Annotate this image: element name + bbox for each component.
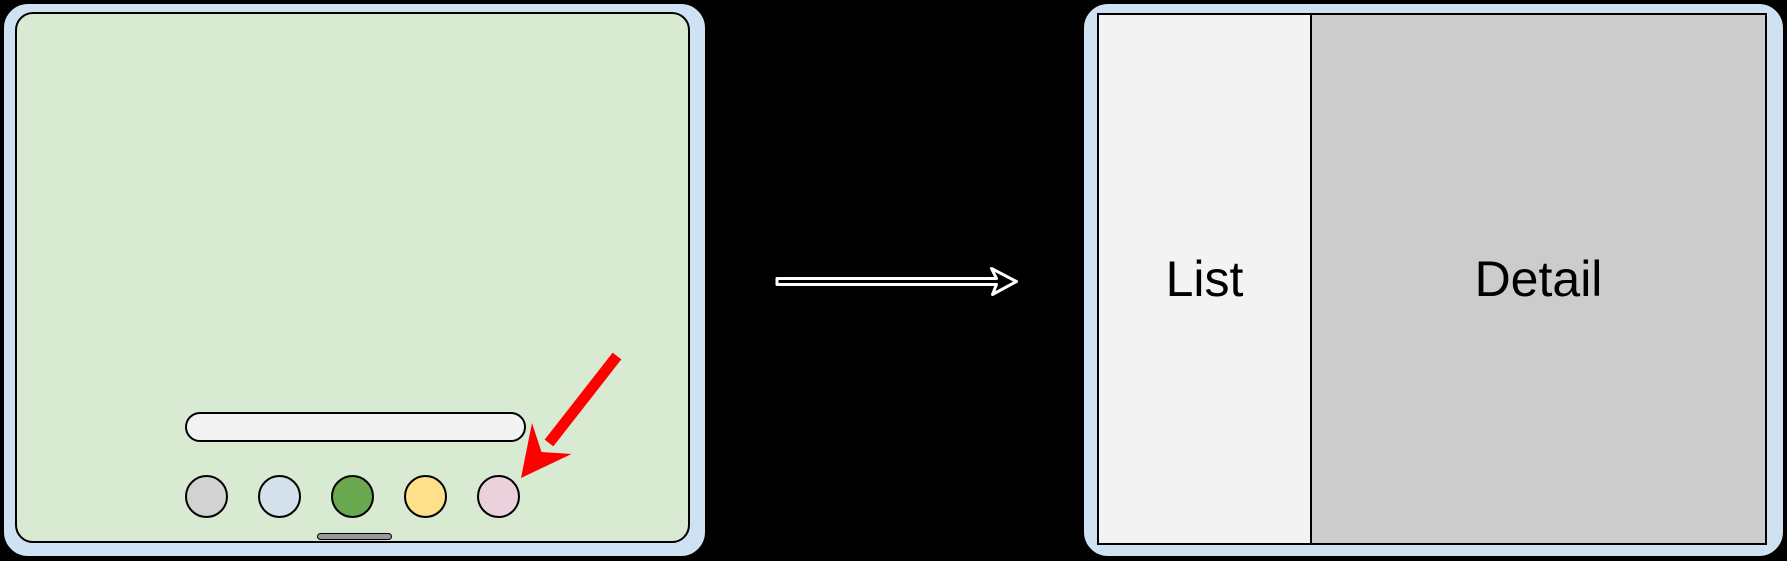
phone-device-frame — [2, 2, 707, 558]
tablet-device-frame: List Detail — [1082, 2, 1785, 558]
home-indicator[interactable] — [317, 533, 392, 540]
app-icon-yellow[interactable] — [404, 475, 447, 518]
list-pane-label: List — [1165, 251, 1244, 307]
list-pane: List — [1099, 15, 1312, 543]
phone-home-screen — [15, 12, 690, 543]
transition-arrow-icon — [775, 267, 1018, 296]
app-icon-blue[interactable] — [258, 475, 301, 518]
detail-pane-label: Detail — [1474, 251, 1603, 307]
list-detail-layout: List Detail — [1097, 13, 1767, 545]
app-icon-green[interactable] — [331, 475, 374, 518]
app-icon-gray[interactable] — [185, 475, 228, 518]
detail-pane: Detail — [1312, 15, 1765, 543]
app-icon-pink[interactable] — [477, 475, 520, 518]
search-bar[interactable] — [185, 412, 526, 442]
